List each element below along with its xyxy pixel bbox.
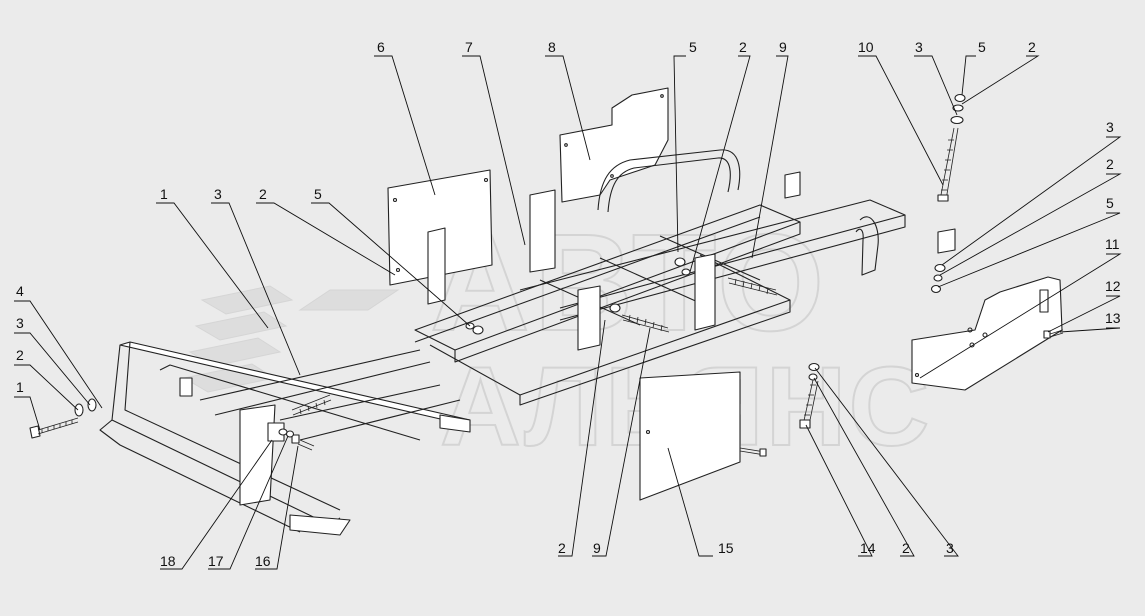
plate-8 (559, 87, 669, 203)
callout-12: 12 (1105, 278, 1121, 294)
callout-3-bottom-right: 3 (946, 540, 954, 556)
nut-5-top (954, 93, 966, 103)
callout-15: 15 (718, 540, 734, 556)
post-far (937, 228, 956, 254)
bolt-10 (937, 127, 959, 202)
callout-2-top: 2 (259, 186, 267, 202)
callout-17: 17 (208, 553, 224, 569)
watermark-logo: АВТО АЛЬЯНС (182, 205, 930, 470)
callout-2-right: 2 (1106, 156, 1114, 172)
callout-13: 13 (1105, 310, 1121, 326)
callout-7: 7 (465, 39, 473, 55)
post-left (529, 189, 556, 273)
front-cross-frame (99, 341, 471, 536)
callout-2-right-top: 2 (1028, 39, 1036, 55)
handle-tube (597, 149, 741, 211)
washer-2-top (952, 104, 964, 112)
rod-front (291, 394, 332, 416)
callout-14: 14 (860, 540, 876, 556)
bolt-16 (291, 434, 315, 451)
washer-18 (278, 428, 288, 436)
leader-lines (14, 55, 1122, 570)
washer-3-lower (808, 362, 820, 372)
callout-labels: 1 3 2 5 6 7 8 5 2 9 10 3 5 2 3 2 5 11 12… (16, 39, 1121, 569)
washer-2-left (74, 403, 84, 417)
callout-5-mid: 5 (689, 39, 697, 55)
callout-8: 8 (548, 39, 556, 55)
washer-3-top (950, 115, 964, 125)
callout-2-bottom: 2 (558, 540, 566, 556)
callout-4: 4 (16, 283, 24, 299)
callout-16: 16 (255, 553, 271, 569)
callout-3-right-top: 3 (915, 39, 923, 55)
callout-3-top: 3 (214, 186, 222, 202)
callout-2-bottom-right: 2 (902, 540, 910, 556)
callout-5-right: 5 (1106, 195, 1114, 211)
bolt-plate-15 (739, 447, 767, 457)
washer-2-lower (808, 373, 818, 381)
nut-9-middle (609, 303, 621, 313)
washer-3-right (934, 263, 946, 273)
callout-11: 11 (1105, 236, 1120, 252)
watermark-emblem (182, 285, 400, 393)
washer-3-left (87, 398, 97, 412)
post-right (694, 253, 716, 331)
bracket-left (179, 377, 193, 397)
rod-9 (621, 277, 778, 333)
bolt-14 (799, 379, 819, 429)
callout-3-left: 3 (16, 315, 24, 331)
nut-5-front (472, 325, 484, 335)
nut-5-center (674, 257, 686, 267)
callout-10: 10 (858, 39, 874, 55)
callout-3-right: 3 (1106, 119, 1114, 135)
post-middle (577, 285, 601, 351)
washer-2-center (681, 268, 691, 276)
callout-6: 6 (377, 39, 385, 55)
callout-9-top: 9 (779, 39, 787, 55)
callout-2-mid: 2 (739, 39, 747, 55)
plate-6 (387, 169, 493, 286)
callout-5-right-top: 5 (978, 39, 986, 55)
post-front (427, 227, 446, 305)
washer-17 (285, 430, 295, 438)
bolt-13 (1043, 329, 1064, 339)
parts-layer (29, 87, 1064, 536)
callout-1-left: 1 (16, 379, 24, 395)
post-rear (784, 171, 801, 199)
callout-18: 18 (160, 553, 176, 569)
callout-1-top: 1 (160, 186, 168, 202)
washer-2-right (933, 274, 943, 282)
callout-5-top: 5 (314, 186, 322, 202)
callout-9-bottom: 9 (593, 540, 601, 556)
bolt-1 (29, 417, 79, 439)
callout-2-left: 2 (16, 347, 24, 363)
plate-15 (639, 371, 741, 501)
